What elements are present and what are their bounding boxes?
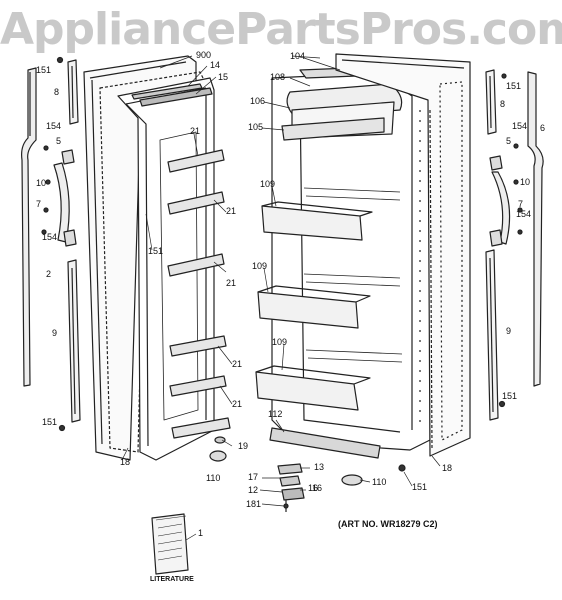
callout-151: 151: [148, 246, 164, 256]
door-cam-110-right: [341, 464, 406, 486]
callout-151: 151: [506, 81, 522, 91]
literature-booklet-1: [151, 513, 189, 575]
trim-strip-9-left: [58, 259, 81, 432]
callout-10: 10: [520, 177, 531, 187]
callout-154: 154: [42, 232, 58, 242]
pan-cover-112: [269, 427, 381, 459]
callout-110: 110: [372, 477, 387, 487]
handle-bracket-5-right: [489, 73, 523, 247]
freezer-door-left: [83, 55, 215, 461]
callout-16: 16: [308, 483, 319, 493]
callout-6: 6: [540, 123, 546, 133]
callout-16: 16: [312, 483, 323, 493]
callout-2: 2: [46, 269, 52, 279]
handle-bracket-5-left: [41, 145, 77, 247]
callout-14: 14: [210, 60, 221, 70]
trim-strip-8-left: [67, 59, 79, 125]
callout-21: 21: [226, 278, 237, 288]
callout-104: 104: [290, 51, 306, 61]
callout-9: 9: [52, 328, 58, 338]
callout-8: 8: [54, 87, 60, 97]
callout-105: 105: [248, 122, 264, 132]
hinge-parts-12-13-16-17-181: [277, 463, 305, 512]
callout-8: 8: [500, 99, 506, 109]
literature-caption: LITERATURE: [150, 576, 194, 583]
door-bins-109: [255, 201, 373, 411]
callout-109: 109: [252, 261, 268, 271]
callout-15: 15: [218, 72, 229, 82]
callout-21: 21: [226, 206, 237, 216]
callout-10: 10: [36, 178, 47, 188]
callout-13: 13: [314, 462, 325, 472]
callout-151: 151: [36, 65, 52, 75]
freezer-door-shelves-21: [167, 149, 231, 439]
callout-5: 5: [506, 136, 512, 146]
callout-9: 9: [506, 326, 512, 336]
callout-21: 21: [190, 126, 201, 136]
callout-109: 109: [272, 337, 288, 347]
top-crisper-cover-104-108-106-105: [281, 65, 409, 141]
callout-151: 151: [42, 417, 58, 427]
callout-1: 1: [198, 528, 204, 538]
callout-108: 108: [270, 72, 286, 82]
callout-18: 18: [120, 457, 131, 467]
callout-7: 7: [36, 199, 42, 209]
callout-151: 151: [412, 482, 428, 492]
callout-19: 19: [238, 441, 249, 451]
trim-strip-9-right: [485, 249, 506, 421]
callout-5: 5: [56, 136, 62, 146]
callout-112: 112: [268, 409, 283, 419]
callout-7: 7: [518, 199, 524, 209]
callout-18: 18: [442, 463, 453, 473]
callout-110: 110: [206, 473, 221, 483]
fresh-food-door-right: [335, 53, 471, 457]
callout-154: 154: [512, 121, 528, 131]
door-handle-6-right: [527, 71, 544, 387]
art-number: (ART NO. WR18279 C2): [338, 519, 438, 529]
callout-154: 154: [516, 209, 532, 219]
callout-900: 900: [196, 50, 212, 60]
callout-17: 17: [248, 472, 259, 482]
trim-strip-8-right: [485, 69, 497, 135]
callout-109: 109: [260, 179, 276, 189]
callout-21: 21: [232, 399, 243, 409]
callout-106: 106: [250, 96, 266, 106]
screw-151-top-left: [56, 56, 64, 64]
callout-21: 21: [232, 359, 243, 369]
callout-154: 154: [46, 121, 62, 131]
callout-181: 181: [246, 499, 262, 509]
callout-12: 12: [248, 485, 259, 495]
door-handle-2-left: [21, 67, 37, 387]
callout-151: 151: [502, 391, 518, 401]
door-cam-19-110-left: [209, 436, 227, 462]
callout-leader-lines: [121, 55, 441, 541]
